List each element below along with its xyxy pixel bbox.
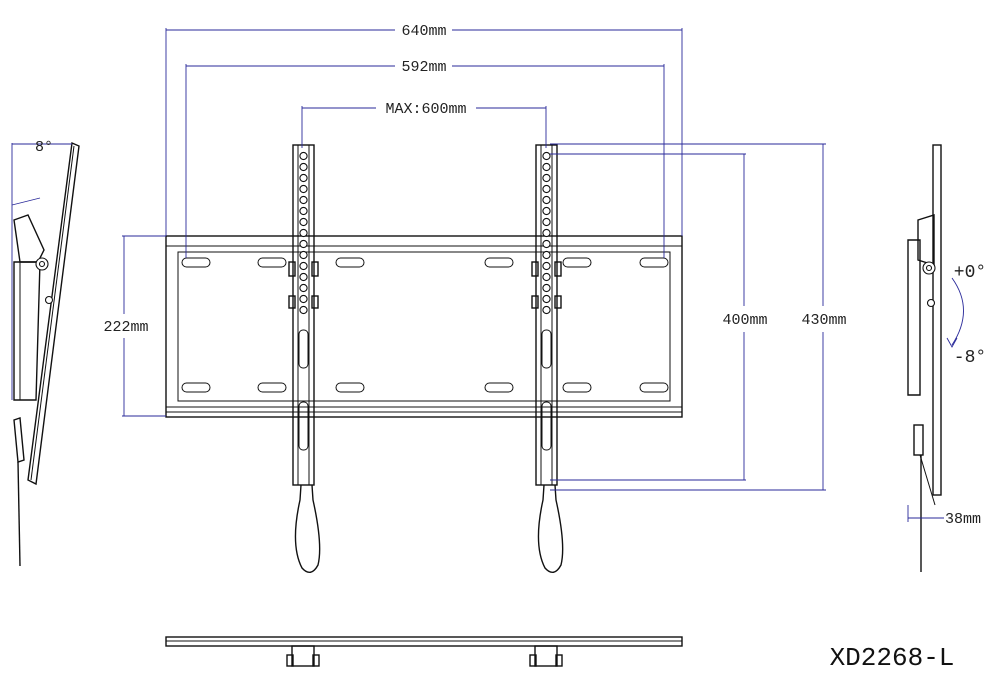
arm-hole [542, 239, 551, 249]
arm-hole [299, 283, 308, 293]
left-vertical-arm [288, 144, 321, 573]
arm-hole [542, 272, 551, 282]
dim-label-38: 38mm [945, 511, 981, 528]
dim-label-400: 400mm [722, 312, 767, 329]
safety-pull-strap [537, 484, 564, 573]
arm-hole [542, 305, 551, 315]
left-side-view [11, 141, 80, 567]
arm-hole [299, 151, 308, 161]
arm-hole [542, 195, 551, 205]
arm-hole [299, 162, 308, 172]
arm-hole [299, 195, 308, 205]
arm-hole [299, 239, 308, 249]
arm-hole [542, 173, 551, 183]
right-side-view [907, 144, 964, 572]
arm-hole [542, 283, 551, 293]
arm-hole [542, 162, 551, 172]
bottom-view [165, 636, 683, 667]
arm-hole [299, 228, 308, 238]
arm-holes [542, 151, 551, 315]
arm-hole [299, 305, 308, 315]
dim-label-592: 592mm [401, 59, 446, 76]
arm-hole [542, 206, 551, 216]
arm-hole [299, 184, 308, 194]
arm-holes [299, 151, 308, 315]
dim-label-max-600: MAX:600mm [385, 101, 466, 118]
arm-hole [299, 272, 308, 282]
dim-label-430: 430mm [801, 312, 846, 329]
model-number: XD2268-L [830, 643, 955, 673]
arm-hole [542, 261, 551, 271]
arm-hole [299, 173, 308, 183]
arm-hole [299, 250, 308, 260]
angle-label-plus-0: +0° [954, 263, 986, 283]
arm-hole [542, 184, 551, 194]
safety-pull-strap [294, 484, 321, 573]
angle-label-minus-8: -8° [954, 348, 986, 368]
arm-hole [542, 217, 551, 227]
arm-hole [299, 261, 308, 271]
arm-hole [299, 206, 308, 216]
arm-hole [542, 151, 551, 161]
arm-hole [542, 294, 551, 304]
arm-hole [299, 294, 308, 304]
mounting-slots [181, 257, 669, 393]
arm-hole [299, 217, 308, 227]
wall-plate-front-view [165, 235, 683, 418]
right-vertical-arm [531, 144, 564, 573]
dimension-lines [122, 28, 826, 491]
dim-label-640: 640mm [401, 23, 446, 40]
dim-label-222: 222mm [103, 319, 148, 336]
arm-hole [542, 228, 551, 238]
angle-label-8: 8° [35, 139, 53, 156]
arm-hole [542, 250, 551, 260]
